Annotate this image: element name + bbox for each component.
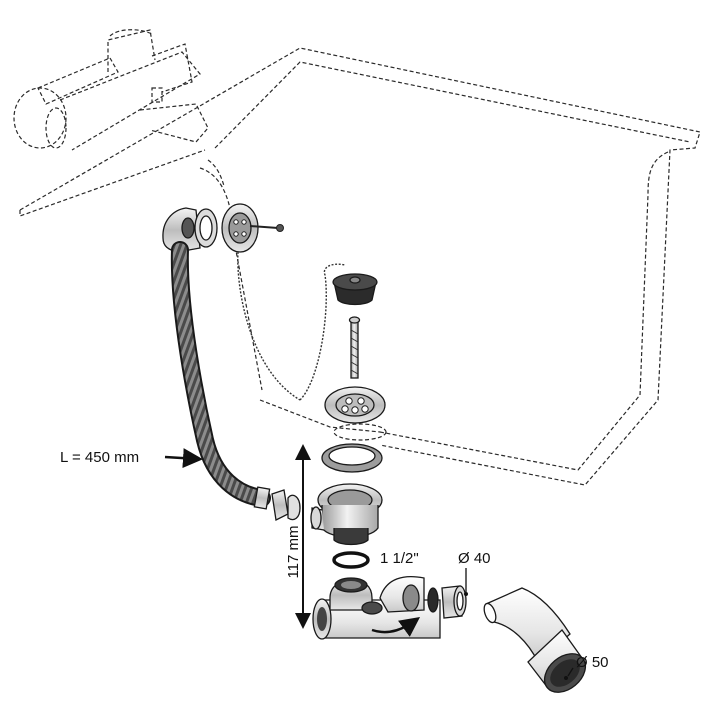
- drain-body: [310, 483, 383, 546]
- overflow-assembly: [162, 203, 346, 401]
- height-label: 117 mm: [285, 525, 302, 578]
- sealing-ring: [321, 443, 383, 473]
- overflow-hose: [170, 241, 271, 510]
- bathtub-outline: [19, 47, 701, 486]
- thread-size-label: 1 1/2": [380, 550, 419, 567]
- diameter-50-label: Ø 50: [576, 654, 609, 671]
- hose-fittings: [271, 489, 301, 521]
- diameter-40-label: Ø 40: [458, 550, 491, 567]
- outlet-pipe: [483, 587, 587, 693]
- adapter-rings: [427, 585, 467, 619]
- hose-length-arrow: [164, 448, 203, 469]
- diameter-50-leader: [564, 667, 574, 680]
- trap-assembly: [312, 575, 441, 640]
- drain-screw: [348, 316, 361, 379]
- o-ring: [332, 551, 370, 569]
- drain-grate: [324, 386, 386, 424]
- bath-stopper: [332, 273, 378, 306]
- bath-faucet: [13, 29, 209, 151]
- hose-length-label: L = 450 mm: [60, 449, 139, 466]
- diameter-40-leader: [464, 568, 468, 596]
